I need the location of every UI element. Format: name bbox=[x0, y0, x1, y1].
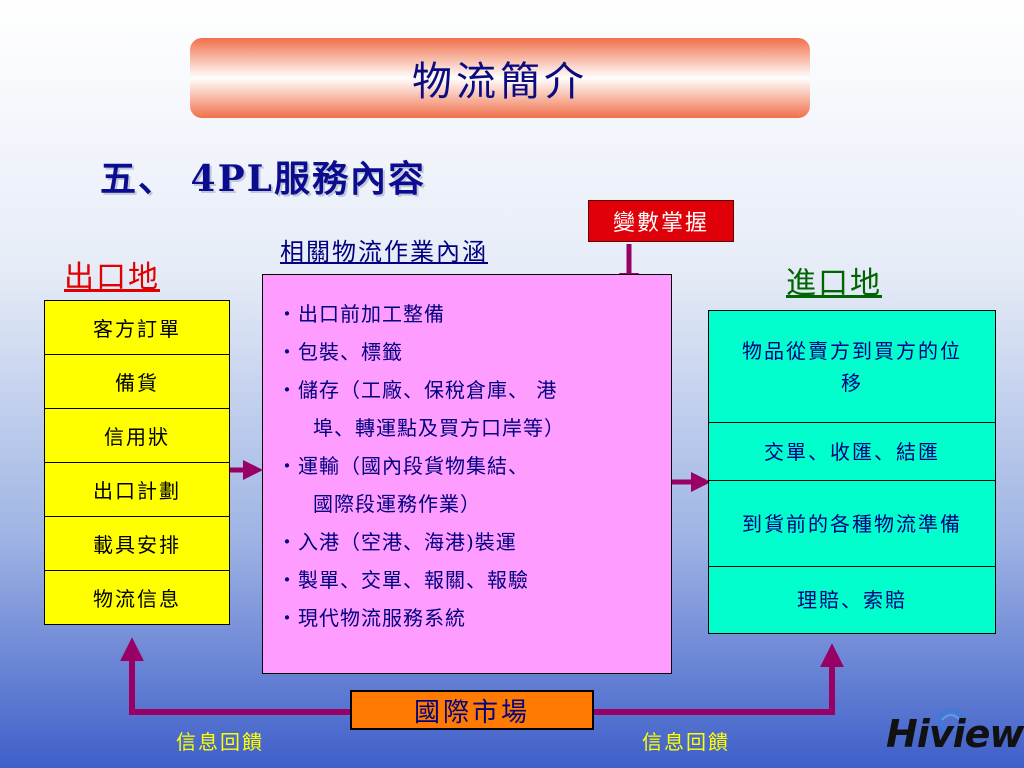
origin-step: 客方訂單 bbox=[45, 301, 229, 355]
title-banner: 物流簡介 bbox=[190, 38, 810, 118]
page-title: 物流簡介 bbox=[412, 59, 588, 105]
globe-icon bbox=[937, 708, 965, 732]
origin-step: 信用狀 bbox=[45, 409, 229, 463]
destination-step: 到貨前的各種物流準備 bbox=[709, 481, 995, 567]
destination-step: 物品從賣方到買方的位移 bbox=[709, 311, 995, 423]
arrow-feedback-right bbox=[594, 643, 844, 715]
operation-line: ‧包裝、標籤 bbox=[277, 340, 403, 364]
origin-steps-list: 客方訂單 備貨 信用狀 出口計劃 載具安排 物流信息 bbox=[44, 300, 230, 625]
variable-control-box: 變數掌握 bbox=[588, 200, 734, 242]
destination-steps-box: 物品從賣方到買方的位移 交單、收匯、結匯 到貨前的各種物流準備 理賠、索賠 bbox=[708, 310, 996, 634]
center-label: 相關物流作業內涵 bbox=[280, 238, 488, 266]
operation-line: ‧出口前加工整備 bbox=[277, 302, 445, 326]
origin-step: 載具安排 bbox=[45, 517, 229, 571]
origin-step: 物流信息 bbox=[93, 587, 181, 611]
operation-line: ‧入港（空港、海港)裝運 bbox=[277, 530, 517, 554]
feedback-label-right: 信息回饋 bbox=[642, 730, 730, 754]
destination-step: 交單、收匯、結匯 bbox=[709, 423, 995, 481]
logistics-operations-box: ‧出口前加工整備 ‧包裝、標籤 ‧儲存（工廠、保稅倉庫、 港 埠、轉運點及買方口… bbox=[262, 274, 672, 674]
operation-line: ‧現代物流服務系統 bbox=[277, 606, 466, 630]
destination-step: 理賠、索賠 bbox=[797, 588, 907, 612]
origin-step: 出口計劃 bbox=[45, 463, 229, 517]
section-subtitle: 五、 4PL服務內容 bbox=[100, 158, 426, 200]
origin-step: 備貨 bbox=[45, 355, 229, 409]
operation-line: 埠、轉運點及買方口岸等） bbox=[313, 416, 565, 440]
operation-line: ‧運輸（國內段貨物集結、 bbox=[277, 454, 529, 478]
feedback-label-left: 信息回饋 bbox=[176, 730, 264, 754]
operation-line: ‧儲存（工廠、保稅倉庫、 港 bbox=[277, 378, 558, 402]
international-market-box: 國際市場 bbox=[350, 690, 594, 730]
operation-line: 國際段運務作業） bbox=[313, 492, 481, 516]
operation-line: ‧製單、交單、報關、報驗 bbox=[277, 568, 529, 592]
destination-label: 進口地 bbox=[786, 266, 882, 301]
origin-label: 出口地 bbox=[64, 260, 160, 295]
hiview-logo: Hiview bbox=[886, 712, 1024, 756]
arrow-feedback-left bbox=[120, 637, 350, 715]
